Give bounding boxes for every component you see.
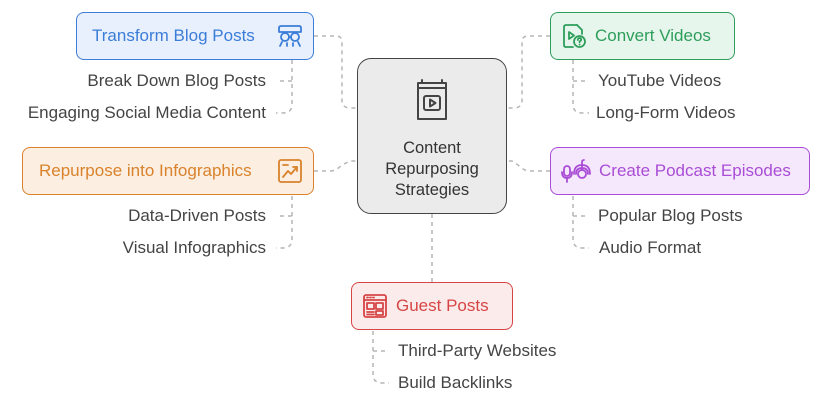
connector-videos-sub — [572, 60, 589, 114]
videos-item-2: Long-Form Videos — [596, 103, 736, 122]
branch-create-podcast-episodes[interactable]: Create Podcast Episodes — [550, 147, 810, 195]
book-play-icon — [413, 79, 451, 128]
webpage-layout-icon — [362, 293, 388, 319]
center-node: Content Repurposing Strategies — [357, 58, 507, 214]
connector-infographics-sub — [276, 196, 293, 249]
branch-title: Guest Posts — [396, 296, 489, 315]
chart-frame-icon — [277, 158, 303, 184]
glasses-icon — [277, 23, 303, 49]
videos-item-1: YouTube Videos — [598, 71, 722, 90]
connector-guest-sub — [372, 331, 389, 384]
branch-title: Create Podcast Episodes — [599, 161, 791, 180]
connector-blog-sub — [276, 60, 293, 114]
podcast-item-1: Popular Blog Posts — [598, 206, 743, 225]
video-file-question-icon — [561, 23, 587, 49]
branch-title: Transform Blog Posts — [92, 26, 255, 45]
branch-title: Convert Videos — [595, 26, 711, 45]
blog-item-2: Engaging Social Media Content — [27, 103, 266, 122]
guest-item-2: Build Backlinks — [398, 373, 513, 392]
guest-item-1: Third-Party Websites — [398, 341, 557, 360]
connector-podcast-sub — [572, 196, 589, 249]
center-label: Content Repurposing Strategies — [385, 139, 479, 199]
podcast-item-2: Audio Format — [599, 238, 702, 257]
branch-convert-videos[interactable]: Convert Videos — [550, 12, 735, 60]
podcast-mic-icon — [561, 158, 593, 184]
connector-blog — [314, 35, 357, 109]
infographics-item-2: Visual Infographics — [122, 238, 266, 257]
branch-transform-blog-posts[interactable]: Transform Blog Posts — [76, 12, 314, 60]
connector-podcast — [507, 160, 550, 172]
branch-repurpose-into-infographics[interactable]: Repurpose into Infographics — [22, 147, 314, 195]
infographics-item-1: Data-Driven Posts — [128, 206, 266, 225]
connector-infographics — [314, 160, 357, 172]
blog-item-1: Break Down Blog Posts — [87, 71, 266, 90]
branch-guest-posts[interactable]: Guest Posts — [351, 282, 513, 330]
branch-title: Repurpose into Infographics — [39, 161, 252, 180]
connector-videos — [507, 35, 550, 109]
